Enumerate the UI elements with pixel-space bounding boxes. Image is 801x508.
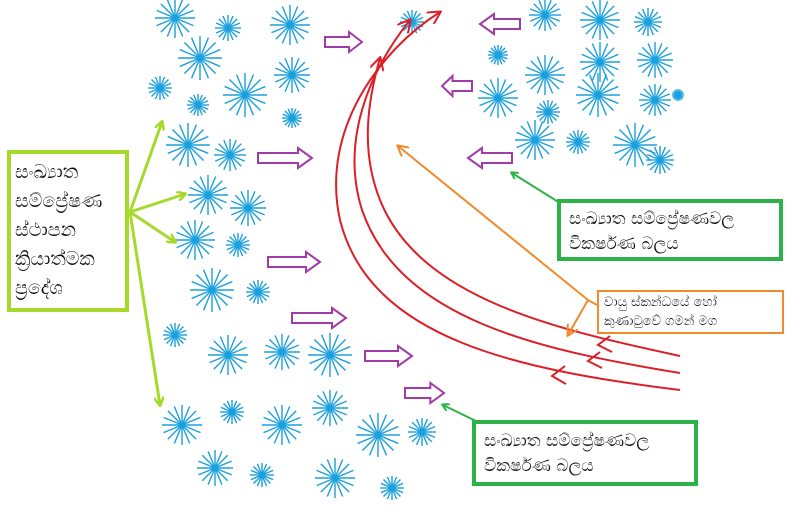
storm-path-line <box>353 20 681 374</box>
starburst <box>220 400 244 424</box>
starburst <box>155 0 195 38</box>
starburst <box>536 100 560 124</box>
starburst <box>525 55 565 95</box>
repulsion-arrows <box>257 12 521 405</box>
storm-label-pointers <box>398 146 598 335</box>
starburst <box>162 405 202 445</box>
starburst <box>223 73 267 117</box>
active-region-label: සංඛ්‍යාත සම්ප්‍රේෂණ ස්ථාපන ක්‍රියාත්මක ප… <box>7 150 129 312</box>
label-line: වායු ස්කන්ධයේ හෝ <box>604 295 717 310</box>
starburst <box>274 57 310 93</box>
repulsion-force-label-top: සංඛ්‍යාත සම්ප්‍රේෂණවල විකර්ෂණ බලය <box>557 199 783 261</box>
starburst <box>214 139 246 171</box>
starburst <box>166 123 210 167</box>
hollow-arrow <box>257 146 314 170</box>
starburst <box>188 175 228 215</box>
starburst <box>250 463 274 487</box>
starburst <box>190 268 234 312</box>
starburst <box>270 5 310 45</box>
hollow-arrow <box>291 306 348 330</box>
hollow-arrow <box>478 12 521 36</box>
starburst <box>672 89 684 101</box>
repulsion-pointers <box>443 173 561 423</box>
starburst <box>380 476 404 500</box>
starburst <box>230 190 266 226</box>
storm-path-arrowhead <box>596 335 613 353</box>
starburst <box>646 146 674 174</box>
hollow-arrow <box>440 73 473 99</box>
starburst <box>178 36 222 80</box>
label-line: ස්ථාපන <box>15 219 77 241</box>
starburst <box>197 450 233 486</box>
starburst <box>246 280 270 304</box>
starburst <box>308 333 352 377</box>
storm-path-lines <box>335 12 681 391</box>
label-line: ප්‍රදේශ <box>15 277 63 299</box>
starburst <box>566 130 590 154</box>
starburst <box>634 8 662 36</box>
starburst <box>312 390 348 426</box>
starburst <box>580 42 620 82</box>
starburst <box>576 73 620 117</box>
storm-path-arrowhead <box>550 365 567 385</box>
repulsion-force-label-bottom: සංඛ්‍යාත සම්ප්‍රේෂණවල විකර්ෂණ බලය <box>472 420 698 486</box>
starburst <box>264 334 300 370</box>
starburst <box>282 108 302 128</box>
starburst <box>408 418 436 446</box>
hollow-arrow <box>267 250 322 274</box>
hollow-arrow <box>324 29 364 55</box>
hollow-arrow <box>404 381 446 405</box>
frequency-starbursts <box>148 0 684 500</box>
storm-path-arrowhead <box>586 351 603 369</box>
label-line: සංඛ්‍යාත <box>15 161 79 183</box>
label-line: සංඛ්‍යාත සම්ප්‍රේෂණවල <box>484 431 650 451</box>
starburst <box>356 413 400 457</box>
starburst <box>637 42 673 78</box>
starburst <box>226 233 250 257</box>
starburst <box>163 323 187 347</box>
starburst <box>175 220 215 260</box>
starburst <box>488 45 508 65</box>
starburst <box>580 0 620 40</box>
label-line: විකර්ෂණ බලය <box>569 234 679 254</box>
starburst <box>529 0 561 31</box>
hollow-arrow <box>364 344 414 368</box>
label-line: කුණාටුවේ ගමන් මග <box>604 314 718 329</box>
label-line: සංඛ්‍යාත සම්ප්‍රේෂණවල <box>569 209 735 229</box>
storm-path-line <box>335 12 681 391</box>
label-line: ක්‍රියාත්මක <box>15 248 95 270</box>
label-line: විකර්ෂණ බලය <box>484 456 594 476</box>
starburst <box>315 458 355 498</box>
starburst <box>478 78 518 118</box>
starburst <box>148 76 172 100</box>
starburst <box>187 94 209 116</box>
starburst <box>208 335 248 375</box>
hollow-arrow <box>466 146 513 170</box>
storm-path-label: වායු ස්කන්ධයේ හෝ කුණාටුවේ ගමන් මග <box>597 290 784 334</box>
label-line: සම්ප්‍රේෂණ <box>15 190 103 212</box>
starburst <box>400 10 424 34</box>
starburst <box>515 120 555 160</box>
starburst <box>639 84 671 116</box>
starburst <box>215 15 241 41</box>
storm-path-line <box>366 58 681 357</box>
active-region-pointers <box>128 122 185 405</box>
starburst <box>262 405 302 445</box>
